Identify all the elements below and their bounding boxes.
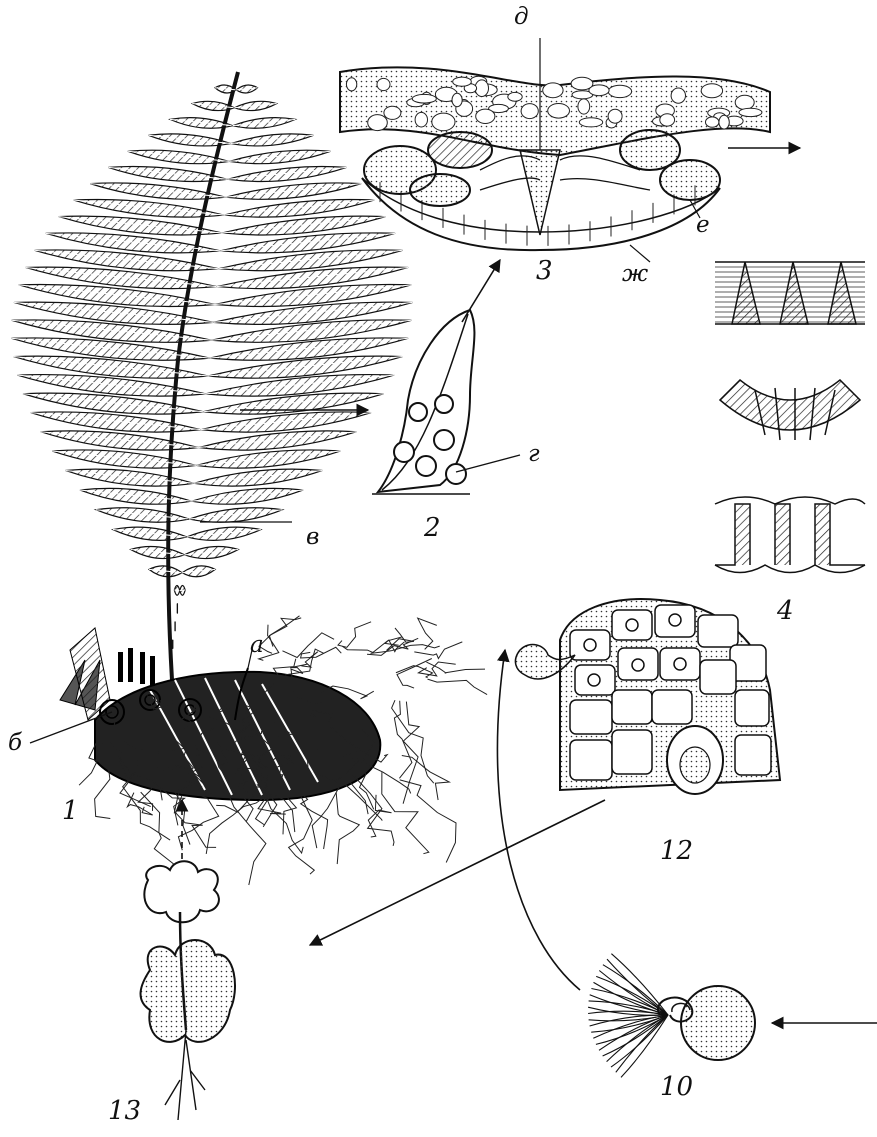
- rhizome: [60, 616, 487, 885]
- antherozoid: [588, 954, 755, 1078]
- annulus-sketch-bottom: [715, 497, 865, 573]
- label-a: а: [250, 634, 264, 657]
- sporangium-annulus-sketches: [715, 262, 865, 573]
- label-zh: ж: [622, 263, 648, 286]
- label-12: 12: [660, 838, 693, 864]
- label-3: 3: [536, 258, 553, 284]
- label-b: б: [8, 732, 22, 755]
- annulus-sketch-top: [715, 262, 865, 324]
- label-d: д: [514, 6, 529, 29]
- archegonium-with-embryo: [515, 599, 780, 794]
- fern-sporophyte: [11, 72, 412, 680]
- label-10: 10: [660, 1074, 693, 1100]
- label-1: 1: [62, 798, 79, 824]
- label-4: 4: [777, 598, 794, 624]
- label-13: 13: [108, 1098, 141, 1124]
- label-v: в: [306, 526, 319, 549]
- young-sporophyte-on-prothallus: [141, 861, 235, 1120]
- label-e: е: [696, 214, 710, 237]
- label-g: г: [528, 443, 540, 466]
- label-2: 2: [424, 515, 441, 541]
- annulus-sketch-middle: [720, 380, 860, 440]
